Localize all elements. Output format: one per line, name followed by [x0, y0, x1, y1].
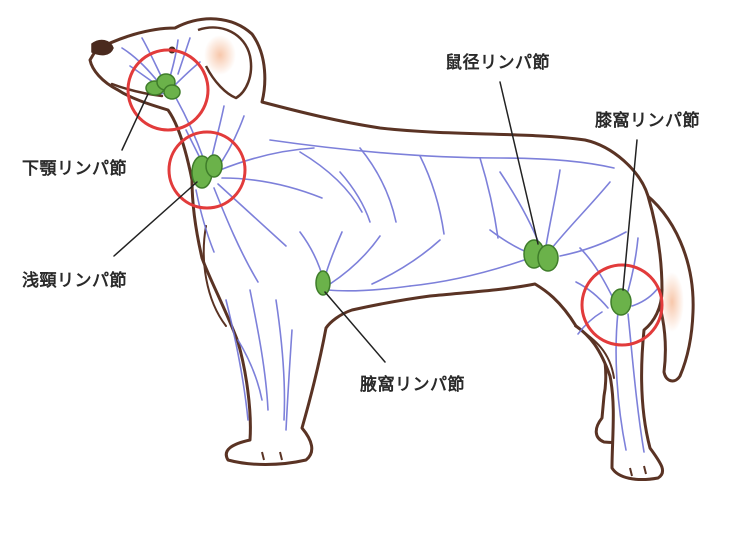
inguinal-lymph-node [523, 239, 559, 272]
leader-line-popliteal [622, 139, 638, 291]
ear-shading [204, 35, 236, 75]
axillary-lymph-node [315, 270, 331, 296]
leader-line-axillary [324, 291, 386, 363]
superficial-cervical-highlight-circle [167, 130, 247, 210]
leader-line-inguinal [499, 81, 539, 245]
tail-shading [660, 272, 684, 332]
label-popliteal: 膝窩リンパ節 [595, 111, 700, 131]
nose [91, 39, 114, 56]
leader-line-submandibular [121, 93, 149, 151]
chest-line [202, 225, 227, 327]
popliteal-lymph-node [610, 288, 632, 316]
label-superficial-cervical: 浅頸リンパ節 [22, 271, 127, 291]
label-submandibular: 下顎リンパ節 [22, 159, 127, 179]
superficial-cervical-lymph-node [191, 154, 223, 189]
hind-paw-toes [629, 465, 647, 477]
label-inguinal: 鼠径リンパ節 [445, 53, 550, 73]
leader-line-superficial-cervical [113, 181, 198, 257]
front-paw-toes [261, 451, 283, 461]
submandibular-highlight-circle [126, 48, 210, 132]
popliteal-highlight-circle [580, 263, 664, 347]
label-axillary: 腋窩リンパ節 [360, 375, 465, 395]
submandibular-lymph-node [145, 73, 181, 100]
